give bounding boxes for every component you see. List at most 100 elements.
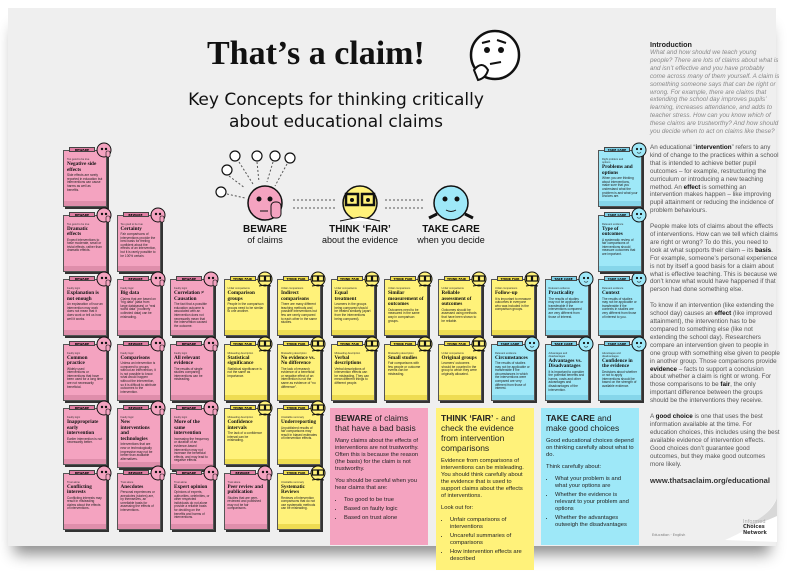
card-footer-band (331, 394, 374, 400)
card-tag: BEWARE (122, 211, 149, 217)
website-link[interactable]: www.thatsaclaim.org/educational (650, 476, 770, 486)
card-category: Faulty logic (67, 416, 81, 419)
box-list: What your problem is and what your optio… (546, 476, 634, 529)
box-paragraph: Think carefully about: (546, 464, 602, 470)
beware-face-icon (96, 271, 112, 287)
card-text: Outcomes need to be measured in the same… (388, 307, 420, 323)
card-footer-band (545, 330, 588, 335)
card-title: Practicality (548, 290, 575, 296)
card-title: Dramatic effects (67, 225, 89, 238)
card-category: Trust alone (174, 480, 187, 484)
think-face-icon (471, 271, 486, 287)
stage-sub: about the evidence (321, 235, 399, 245)
care-face-icon (578, 336, 593, 351)
card-title: Confidence in the evidence (602, 357, 633, 370)
card-title: Statistical significance (227, 354, 254, 367)
page-subtitle: Key Concepts for thinking critically abo… (188, 90, 484, 132)
card-tag: BEWARE (69, 340, 95, 346)
card-title: Equal treatment (334, 290, 357, 302)
care-face-icon (631, 336, 647, 351)
card-tag: THINK FAIR (497, 276, 523, 281)
card-title: Original groups (441, 354, 477, 361)
card-title: Problems and options (602, 164, 633, 176)
card-footer-band (171, 394, 213, 400)
box-paragraph: Evidence from comparisons of interventio… (441, 458, 524, 499)
beware-summary-box: BEWARE of claims that have a bad basis M… (330, 408, 428, 545)
card-footer-band (599, 330, 641, 335)
card-footer-band (545, 394, 588, 400)
card-category: Faulty logic (174, 416, 188, 419)
card-footer-band (599, 265, 641, 271)
card-tag: TAKE CARE (497, 340, 523, 346)
think-summary-box: THINK ‘FAIR’ - and check the evidence fr… (436, 408, 534, 570)
care-face-icon (524, 336, 540, 351)
card-category: Unfair comparisons (441, 351, 464, 355)
beware-face-icon (203, 400, 219, 416)
card-category: Misleading description (227, 351, 254, 355)
box-heading-rest: of claims that have a bad basis (335, 413, 416, 433)
card-footer-band (64, 265, 106, 271)
card-tag: THINK FAIR (229, 340, 256, 346)
card-tag: BEWARE (122, 340, 149, 346)
card-text: There are many different teaching method… (281, 302, 317, 325)
card-title: New interventions and technologies (120, 419, 150, 442)
card-title: All relevant evidence (174, 354, 200, 367)
card-title: Conflicting interests (67, 483, 92, 496)
card-text: Fair comparisons of interventions provid… (120, 232, 157, 258)
card-title: Underreporting (281, 419, 317, 425)
box-paragraph: Look out for: (441, 505, 474, 511)
card-title: Peer review and publication (227, 483, 264, 496)
card-tag: THINK FAIR (229, 276, 256, 281)
card-footer-band (224, 330, 267, 335)
beware-face-icon (150, 465, 165, 480)
card-category: Faulty logic (67, 287, 81, 290)
stage-title: BEWARE (243, 224, 287, 235)
sidebar-heading: Introduction (650, 40, 692, 49)
box-heading-bold: BEWARE (335, 413, 373, 423)
card-category: Relevant evidence (602, 287, 624, 290)
box-paragraph: You should be careful when you hear clai… (335, 478, 417, 491)
card-title: Verbal descriptions (334, 354, 362, 367)
beware-face-icon (150, 271, 165, 287)
card-text: People in the comparison groups need to … (227, 302, 264, 314)
card-title: Small studies (388, 354, 418, 361)
box-heading: THINK ‘FAIR’ - and check the evidence fr… (441, 413, 529, 453)
think-face-icon (364, 271, 379, 287)
card-tag: BEWARE (176, 405, 202, 410)
card-footer-band (171, 463, 213, 469)
card-title: More of the same intervention (174, 419, 202, 437)
card-title: Confidence intervals (227, 419, 253, 431)
card-footer-band (224, 459, 267, 464)
card-title: No evidence vs. No difference (281, 354, 315, 367)
box-list-item: What your problem is and what your optio… (555, 476, 634, 490)
card-text: Conflicting interests may result in misl… (67, 495, 102, 511)
card-tag: THINK FAIR (443, 340, 470, 346)
card-footer-band (64, 523, 106, 529)
card-title: Common practice (67, 354, 88, 367)
card-category: Too good to be true (67, 158, 90, 161)
introduction-sidebar: Introduction What and how should we teac… (650, 40, 780, 485)
card-title: Comparisons (120, 354, 150, 361)
card-category: Misleading description (388, 351, 414, 355)
card-tag: TAKE CARE (604, 276, 630, 281)
beware-face-icon (96, 142, 112, 158)
beware-face-icon (203, 465, 219, 480)
card-category: Misleading description (334, 351, 361, 355)
beware-face-icon (203, 336, 219, 351)
card-category: Unfair comparisons (334, 287, 357, 290)
card-footer-band (599, 201, 641, 206)
